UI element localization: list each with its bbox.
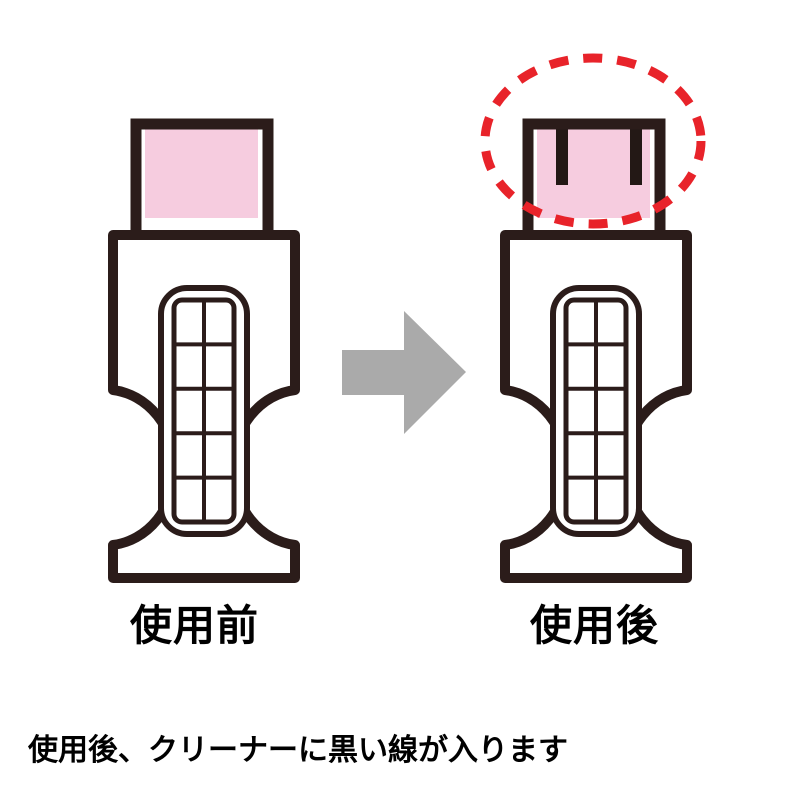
dirt-line-right <box>630 128 642 185</box>
device-before <box>108 118 300 583</box>
device-grid-before <box>174 300 234 522</box>
figure-caption: 使用後、クリーナーに黒い線が入ります <box>28 734 568 767</box>
label-after-use: 使用後 <box>530 602 660 649</box>
transition-arrow <box>342 311 466 434</box>
cleaner-pad-before <box>145 128 258 218</box>
highlight-ellipse <box>480 53 706 229</box>
connector-neck-before <box>130 118 274 236</box>
device-grid-after <box>566 300 626 522</box>
device-after <box>500 118 692 583</box>
dirt-lines-group <box>556 128 642 185</box>
connector-neck-after <box>522 118 666 236</box>
dirt-line-left <box>556 128 568 185</box>
label-before-use: 使用前 <box>130 602 260 649</box>
